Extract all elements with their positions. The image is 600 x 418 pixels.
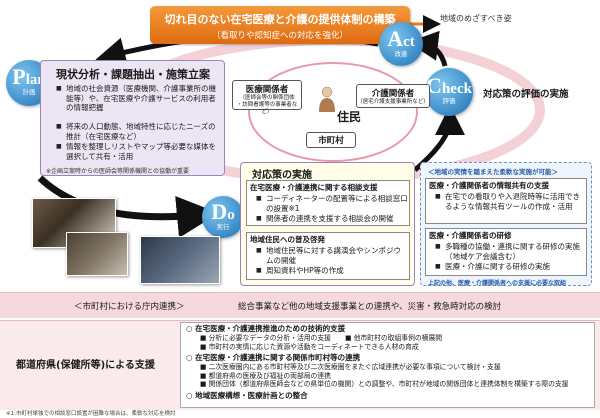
do-letter: D (211, 199, 228, 224)
check-rest: heck (441, 81, 472, 97)
act-rest: ct (403, 34, 415, 50)
pref-section-title: ○ 地域医療構想・医療計画との整合 (186, 390, 308, 400)
do-jp: 実行 (216, 223, 230, 231)
pref-section-title: ○ 在宅医療・介護連携推進のための技術的支援 (186, 324, 346, 333)
plan-item: 情報を整理しリストやマップ等必要な媒体を選択して共有・活用 (56, 142, 218, 161)
check-label: 対応策の評価の実施 (483, 89, 569, 100)
act-jp: 改善 (394, 50, 408, 58)
awareness-item: 地域住民等に対する講演会やシンポジウムの開催 (256, 246, 408, 265)
medical-desc: （医師会等の関係団体 (239, 95, 295, 101)
pref-s3-title: 地域医療構想・医療計画との整合 (195, 390, 308, 400)
consult-support-list: コーディネーターの配置等による相談窓口の設置※1 関係者の連携を支援する相談会の… (256, 194, 408, 223)
pref-s1-row: ■ 市町村の実情に応じた資源や活動をコーディネートできる人材の育成 (200, 342, 419, 351)
plan-item: 将来の人口動態、地域特性に応じたニーズの推計（在宅医療など） (56, 122, 218, 141)
training-item: 医療・介護に関する研修の実施 (435, 262, 585, 272)
municipality-box: 市町村 (306, 132, 356, 148)
pref-section-title: ○ 在宅医療・介護連携に関する関係市町村等の連携 (186, 353, 361, 362)
awareness-item: 周知資料やHP等の作成 (256, 266, 408, 276)
pref-item: 分析に必要なデータの分析・活用の支援 (208, 334, 331, 342)
flexible-title: ＜地域の実情を踏まえた柔軟な実施が可能＞ (428, 168, 558, 176)
care-desc: （居宅介護支援事業所など） (357, 99, 429, 105)
banner-title: 切れ目のない在宅医療と介護の提供体制の構築 (164, 13, 396, 26)
do-rest: o (227, 207, 235, 223)
plan-title: 現状分析・課題抽出・施策立案 (56, 68, 210, 81)
intra-municipal-band: ＜市町村における庁内連携＞ 総合事業など他の地域支援事業との連携や、災害・救急時… (0, 292, 600, 318)
resident-label: 住民 (337, 110, 362, 124)
info-sharing-item: 在宅での看取りや入退院時等に活用できるような情報共有ツールの作成・活用 (435, 192, 585, 211)
medical-stakeholder: 医療関係者 （医師会等の関係団体 ・訪問看護等の事業者など） (232, 80, 302, 115)
prefecture-support-box (180, 322, 595, 408)
pref-s2-row: ■ 二次医療圏内にある市町村等及び二次医療圏をまたぐ広域連携が必要な事項について… (200, 363, 501, 371)
pref-s2-title: 在宅医療・介護連携に関する関係市町村等の連携 (195, 353, 361, 362)
prefecture-label: 都道府県(保健所等)による支援 (16, 360, 155, 371)
pref-s1-title: 在宅医療・介護連携推進のための技術的支援 (195, 324, 346, 333)
goal-label: 地域のめざすべき姿 (440, 14, 512, 23)
main-goal-banner: 切れ目のない在宅医療と介護の提供体制の構築 （看取りや認知症への対応を強化） (150, 6, 410, 44)
plan-note: ※企画立案時からの医師会等関係機関との協働が重要 (46, 168, 189, 175)
check-jp: 評価 (442, 97, 456, 105)
awareness-title: 地域住民への普及啓発 (250, 235, 325, 244)
pref-item: 関係団体（都道府県医師会などの県単位の機関）との調整や、市町村が地域の関係団体と… (208, 380, 569, 388)
consult-support-title: 在宅医療・介護連携に関する相談支援 (250, 183, 378, 192)
consult-item: コーディネーターの配置等による相談窓口の設置※1 (256, 194, 408, 213)
consult-item: 関係者の連携を支援する相談会の開催 (256, 214, 408, 224)
pref-item: 市町村の実情に応じた資源や活動をコーディネートできる人材の育成 (208, 342, 419, 351)
medical-desc: ・訪問看護等の事業者など） (236, 102, 298, 115)
band-right-label: 総合事業など他の地域支援事業との連携や、災害・救急時対応の検討 (238, 302, 502, 312)
do-circle: Do 実行 (202, 196, 244, 238)
medical-name: 医療関係者 (245, 85, 289, 95)
care-stakeholder: 介護関係者 （居宅介護支援事業所など） (356, 84, 430, 108)
meeting-photo-3 (140, 236, 220, 284)
flexible-footer: 上記の他、医療・介護関係者への支援に必要な取組 (428, 280, 567, 287)
resident-person-icon (319, 86, 335, 112)
prefecture-content: ○ 在宅医療・介護連携推進のための技術的支援 ■ 分析に必要なデータの分析・活用… (186, 323, 591, 401)
plan-jp: 計画 (22, 88, 36, 96)
band-left-label: ＜市町村における庁内連携＞ (74, 302, 185, 312)
municipality-label: 市町村 (318, 136, 344, 146)
training-title: 医療・介護関係者の研修 (429, 231, 512, 240)
check-circle: Check 評価 (425, 68, 473, 116)
plan-item: 地域の社会資源（医療機関、介護事業所の機能等）や、在宅医療や介護サービスの利用者… (56, 84, 218, 113)
pref-item: 二次医療圏内にある市町村等及び二次医療圏をまたぐ広域連携が必要な事項について検討… (208, 363, 501, 371)
footnote: ※1:市町村単独での相談窓口設置が困難な場合は、柔軟な対応を検討 (6, 411, 176, 417)
care-name: 介護関係者 (371, 89, 415, 99)
training-item: 多職種の協働・連携に関する研修の実施（地域ケア会議含む） (435, 242, 585, 261)
pref-s2-row: ■ 関係団体（都道府県医師会などの県単位の機関）との調整や、市町村が地域の関係団… (200, 380, 569, 388)
plan-list: 地域の社会資源（医療機関、介護事業所の機能等）や、在宅医療や介護サービスの利用者… (56, 84, 218, 169)
do-title: 対応策の実施 (252, 170, 312, 181)
training-list: 多職種の協働・連携に関する研修の実施（地域ケア会議含む） 医療・介護に関する研修… (435, 242, 585, 271)
meeting-photo-2 (66, 232, 128, 276)
pref-item: 都道府県の医療及び福祉の両部局の連携 (208, 371, 331, 380)
banner-subtitle: （看取りや認知症への対応を強化） (211, 31, 348, 41)
awareness-list: 地域住民等に対する講演会やシンポジウムの開催 周知資料やHP等の作成 (256, 246, 408, 275)
pref-s1-row: ■ 分析に必要なデータの分析・活用の支援 ■ 他市町村の取組事例の横展開 (200, 334, 443, 342)
info-sharing-title: 医療・介護関係者の情報共有の支援 (429, 181, 549, 190)
act-circle: Act 改善 (379, 22, 423, 66)
pref-s2-row: ■ 都道府県の医療及び福祉の両部局の連携 (200, 371, 331, 380)
check-letter: C (426, 73, 442, 98)
plan-letter: P (12, 64, 26, 89)
act-letter: A (387, 26, 404, 51)
info-sharing-list: 在宅での看取りや入退院時等に活用できるような情報共有ツールの作成・活用 (435, 192, 585, 211)
pref-item: 他市町村の取組事例の横展開 (353, 334, 443, 342)
